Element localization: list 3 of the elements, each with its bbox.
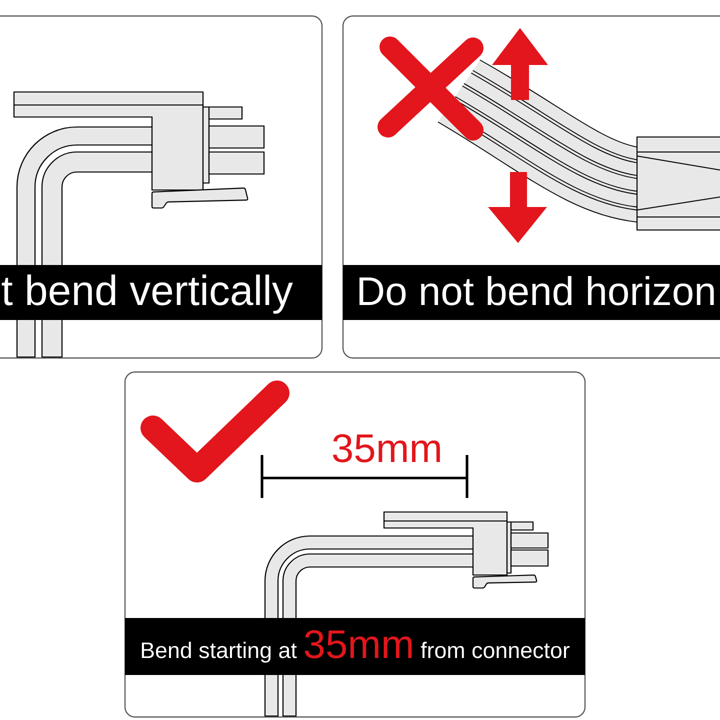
caption-band: t bend vertically (0, 265, 322, 320)
dimension-label: 35mm (332, 434, 440, 462)
caption-band: Do not bend horizon (343, 265, 720, 320)
